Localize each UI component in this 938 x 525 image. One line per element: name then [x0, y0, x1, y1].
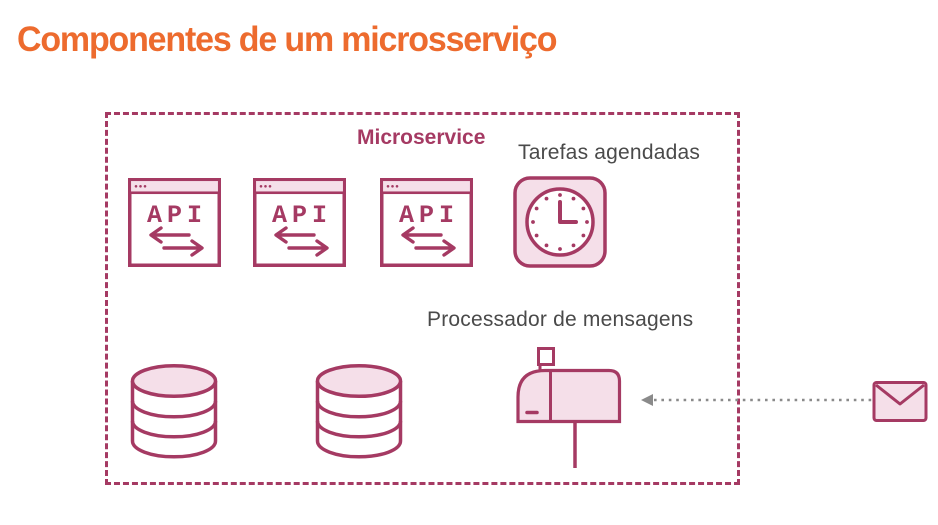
api-label: API [272, 201, 332, 230]
dotted-arrow-left-icon [640, 392, 876, 413]
api-window-icon: API [380, 178, 473, 272]
message-processor-label: Processador de mensagens [427, 308, 694, 331]
envelope-icon [872, 380, 928, 429]
clock-icon [513, 176, 607, 273]
api-window-icon: API [128, 178, 221, 272]
api-label: API [399, 201, 459, 230]
database-icon [129, 362, 219, 465]
api-label: API [147, 201, 207, 230]
scheduled-tasks-label: Tarefas agendadas [518, 141, 701, 164]
database-icon [314, 362, 404, 465]
api-window-icon: API [253, 178, 346, 272]
page-title: Componentes de um microsserviço [17, 20, 558, 59]
mailbox-icon [513, 344, 623, 477]
microservice-label: Microservice [357, 126, 486, 149]
microservice-boundary-box [105, 112, 740, 485]
